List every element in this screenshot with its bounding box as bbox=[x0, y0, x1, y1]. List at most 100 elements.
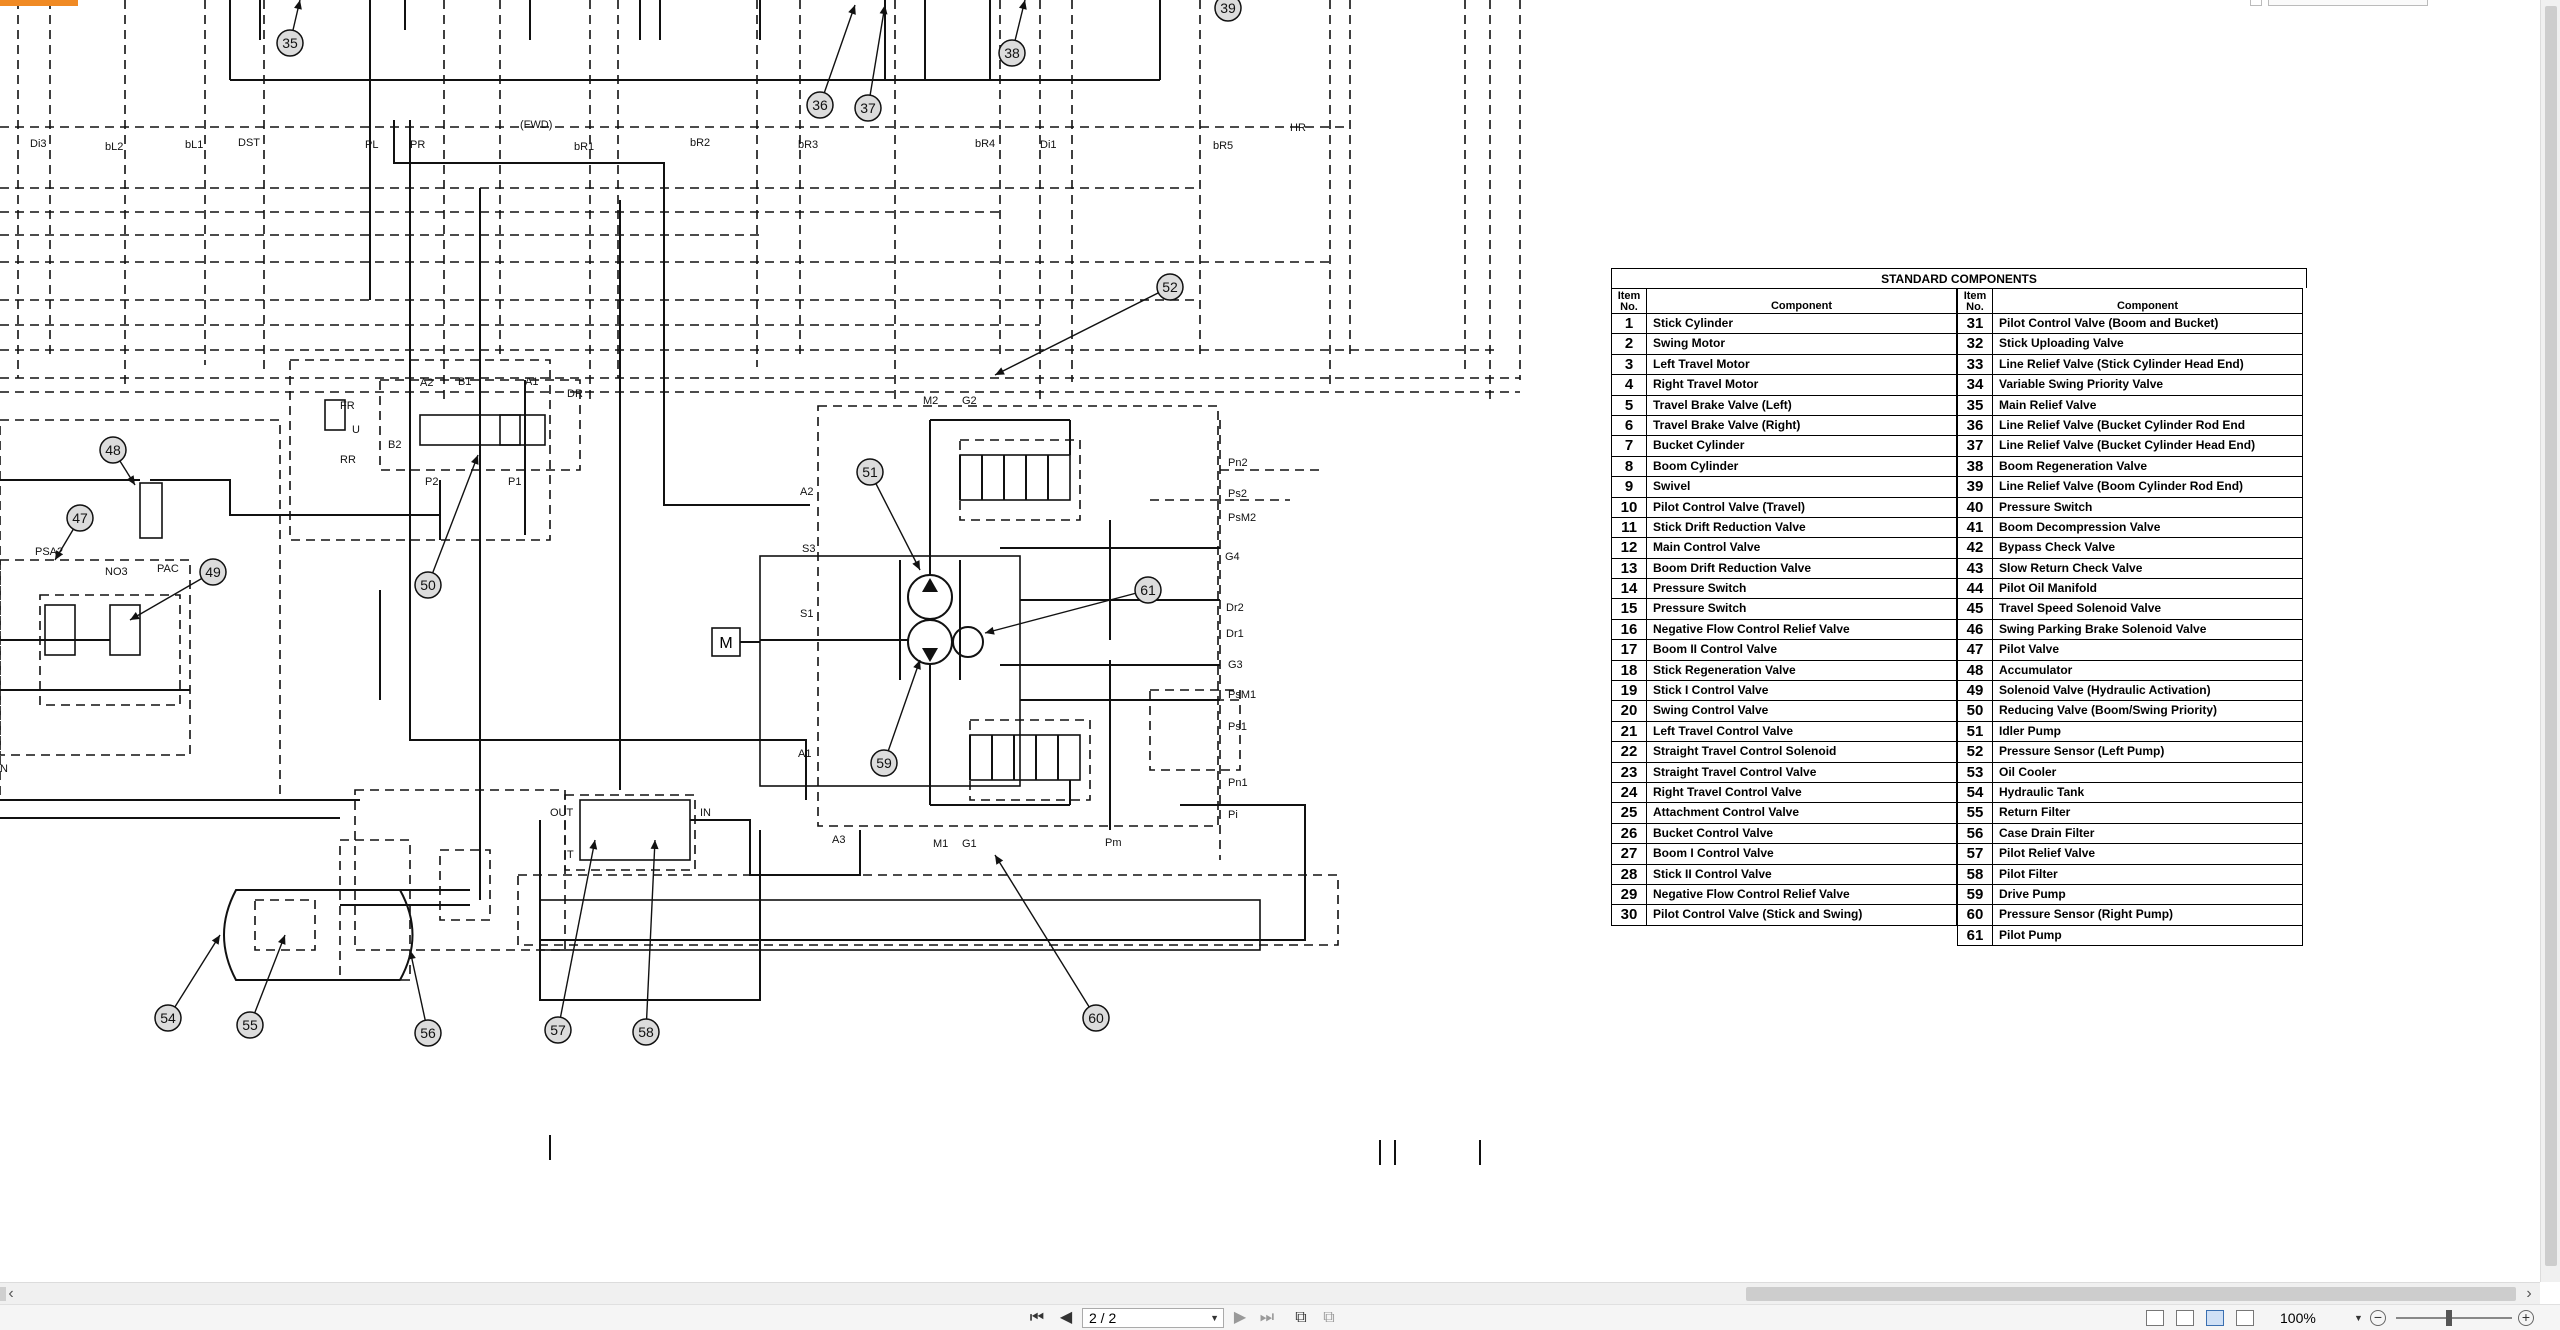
port-label: PL bbox=[365, 139, 378, 151]
vertical-scroll-thumb[interactable] bbox=[2545, 6, 2557, 1266]
component-name: Attachment Control Valve bbox=[1647, 803, 1957, 824]
table-title: STANDARD COMPONENTS bbox=[1611, 268, 2307, 288]
vertical-scrollbar[interactable] bbox=[2540, 0, 2560, 1282]
port-label: bR1 bbox=[574, 141, 594, 153]
callout-bubble bbox=[414, 571, 442, 599]
item-number: 34 bbox=[1957, 375, 1993, 396]
schematic-line bbox=[393, 120, 810, 506]
zoom-slider[interactable] bbox=[2396, 1317, 2512, 1319]
header-component: Component bbox=[1647, 288, 1957, 314]
facing-view-icon[interactable] bbox=[2206, 1310, 2224, 1326]
item-number: 21 bbox=[1611, 721, 1647, 743]
item-number: 1 bbox=[1611, 314, 1647, 335]
port-label: OUT bbox=[550, 807, 574, 819]
callout-leader bbox=[129, 571, 214, 621]
horizontal-scroll-thumb[interactable] bbox=[1746, 1287, 2516, 1301]
zoom-out-button[interactable]: − bbox=[2370, 1310, 2386, 1326]
component-name: Travel Brake Valve (Left) bbox=[1647, 395, 1957, 416]
port-label: G4 bbox=[1225, 551, 1240, 563]
facing-continuous-view-icon[interactable] bbox=[2236, 1310, 2254, 1326]
item-number: 59 bbox=[1957, 884, 1993, 906]
previous-page-button[interactable]: ◀ bbox=[1059, 1309, 1073, 1326]
item-number: 38 bbox=[1957, 456, 1993, 478]
port-label: PAC bbox=[157, 563, 179, 575]
next-page-button[interactable]: ▶ bbox=[1233, 1309, 1247, 1326]
tab-indicator[interactable] bbox=[0, 0, 78, 6]
port-label: bR5 bbox=[1213, 140, 1233, 152]
component-name: Stick Uploading Valve bbox=[1993, 334, 2303, 355]
search-input[interactable] bbox=[2268, 0, 2428, 6]
port-label: B2 bbox=[388, 439, 401, 451]
header-no-label: No. bbox=[1966, 301, 1984, 313]
item-number: 47 bbox=[1957, 640, 1993, 661]
scroll-right-arrow-icon[interactable]: › bbox=[2526, 1285, 2532, 1302]
component-name: Boom Decompression Valve bbox=[1993, 517, 2303, 539]
zoom-dropdown-icon[interactable]: ▼ bbox=[2354, 1313, 2363, 1323]
port-label: Dr1 bbox=[1226, 628, 1244, 640]
item-number: 25 bbox=[1611, 803, 1647, 824]
page-number-select[interactable]: 2 / 2 ▼ bbox=[1082, 1308, 1224, 1328]
callout-arrow bbox=[995, 367, 1005, 375]
callout-arrow bbox=[913, 659, 921, 670]
schematic-box bbox=[579, 799, 691, 861]
item-number: 54 bbox=[1957, 782, 1993, 804]
component-name: Stick I Control Valve bbox=[1647, 681, 1957, 702]
callout-arrow bbox=[407, 949, 416, 960]
component-name: Main Relief Valve bbox=[1993, 395, 2303, 416]
item-number: 40 bbox=[1957, 497, 1993, 518]
zoom-slider-thumb[interactable] bbox=[2446, 1310, 2452, 1326]
callout-leader bbox=[994, 854, 1097, 1019]
fit-page-icon[interactable]: ⧉ bbox=[1295, 1309, 1307, 1326]
bottom-toolbar: ⏮ ◀ 2 / 2 ▼ ▶ ⏭ ⧉ ⧉ 100% ▼ − + bbox=[0, 1304, 2560, 1330]
callout-arrow bbox=[471, 454, 479, 465]
item-number: 57 bbox=[1957, 844, 1993, 865]
callout-bubble bbox=[998, 39, 1026, 67]
port-label: Di1 bbox=[1040, 139, 1057, 151]
last-page-button[interactable]: ⏭ bbox=[1259, 1309, 1275, 1326]
callout-arrow bbox=[126, 475, 135, 485]
search-button[interactable] bbox=[2250, 0, 2262, 6]
schematic-box bbox=[379, 379, 581, 471]
item-number: 4 bbox=[1611, 375, 1647, 396]
port-label: PR bbox=[410, 139, 425, 151]
continuous-view-icon[interactable] bbox=[2176, 1310, 2194, 1326]
horizontal-scrollbar[interactable]: ‹ › bbox=[0, 1282, 2540, 1304]
callout-arrow bbox=[650, 839, 659, 850]
port-label: Dr2 bbox=[1226, 602, 1244, 614]
header-item-label: Item bbox=[1617, 290, 1641, 302]
item-number: 60 bbox=[1957, 905, 1993, 926]
callout-bubble bbox=[1214, 0, 1242, 22]
first-page-button[interactable]: ⏮ bbox=[1029, 1309, 1045, 1326]
item-number: 23 bbox=[1611, 762, 1647, 783]
callout-leader bbox=[994, 286, 1171, 376]
component-name: Swing Parking Brake Solenoid Valve bbox=[1993, 619, 2303, 641]
component-name: Idler Pump bbox=[1993, 721, 2303, 743]
scroll-left-arrow-icon[interactable]: ‹ bbox=[8, 1285, 14, 1302]
component-name: Pilot Oil Manifold bbox=[1993, 579, 2303, 600]
fit-width-icon[interactable]: ⧉ bbox=[1323, 1309, 1335, 1326]
zoom-level-value[interactable]: 100% bbox=[2280, 1310, 2316, 1326]
callout-number: 56 bbox=[420, 1025, 436, 1041]
callout-leader bbox=[645, 839, 656, 1033]
component-name: Variable Swing Priority Valve bbox=[1993, 375, 2303, 396]
schematic-box bbox=[539, 899, 1261, 951]
item-number: 10 bbox=[1611, 497, 1647, 518]
schematic-line bbox=[229, 495, 440, 516]
port-label: A2 bbox=[800, 486, 813, 498]
pump-arrow bbox=[922, 648, 938, 662]
single-page-view-icon[interactable] bbox=[2146, 1310, 2164, 1326]
item-number: 44 bbox=[1957, 579, 1993, 600]
zoom-in-button[interactable]: + bbox=[2518, 1310, 2534, 1326]
